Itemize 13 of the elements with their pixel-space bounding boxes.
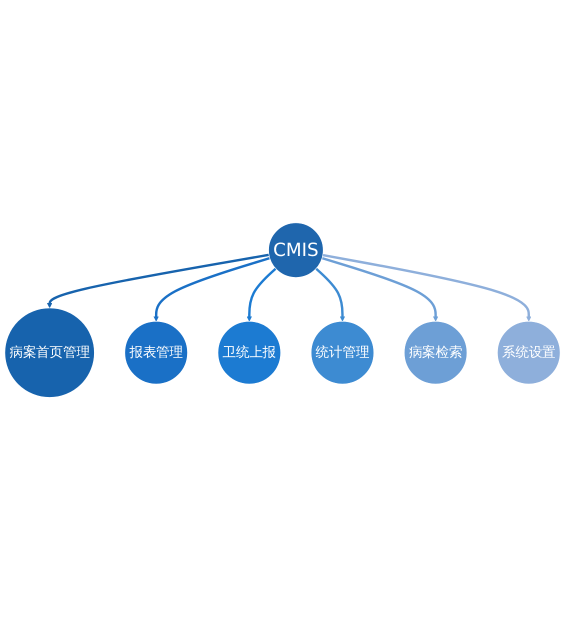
arrow [46,254,270,309]
node-circle: 病案首页管理 [4,308,95,398]
node-circle: 卫统上报 [218,321,281,385]
node-circle: CMIS [268,222,324,278]
arrow [315,268,346,322]
arrow [246,268,277,322]
node-circle: 病案检索 [404,321,468,385]
arrow [154,257,270,322]
arrow [322,254,532,322]
node-circle: 系统设置 [497,321,560,385]
node-circle: 统计管理 [310,321,374,385]
node-circle: 报表管理 [124,321,188,385]
arrow [322,257,438,322]
